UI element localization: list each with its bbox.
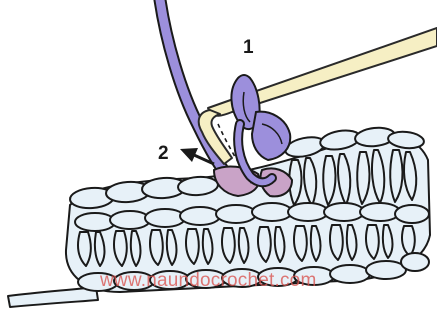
step-label-1: 1 [243,38,254,57]
watermark-text: www.naundocrochet.com [100,270,316,292]
step-label-2: 2 [158,144,169,163]
yarn-tail [8,287,98,307]
